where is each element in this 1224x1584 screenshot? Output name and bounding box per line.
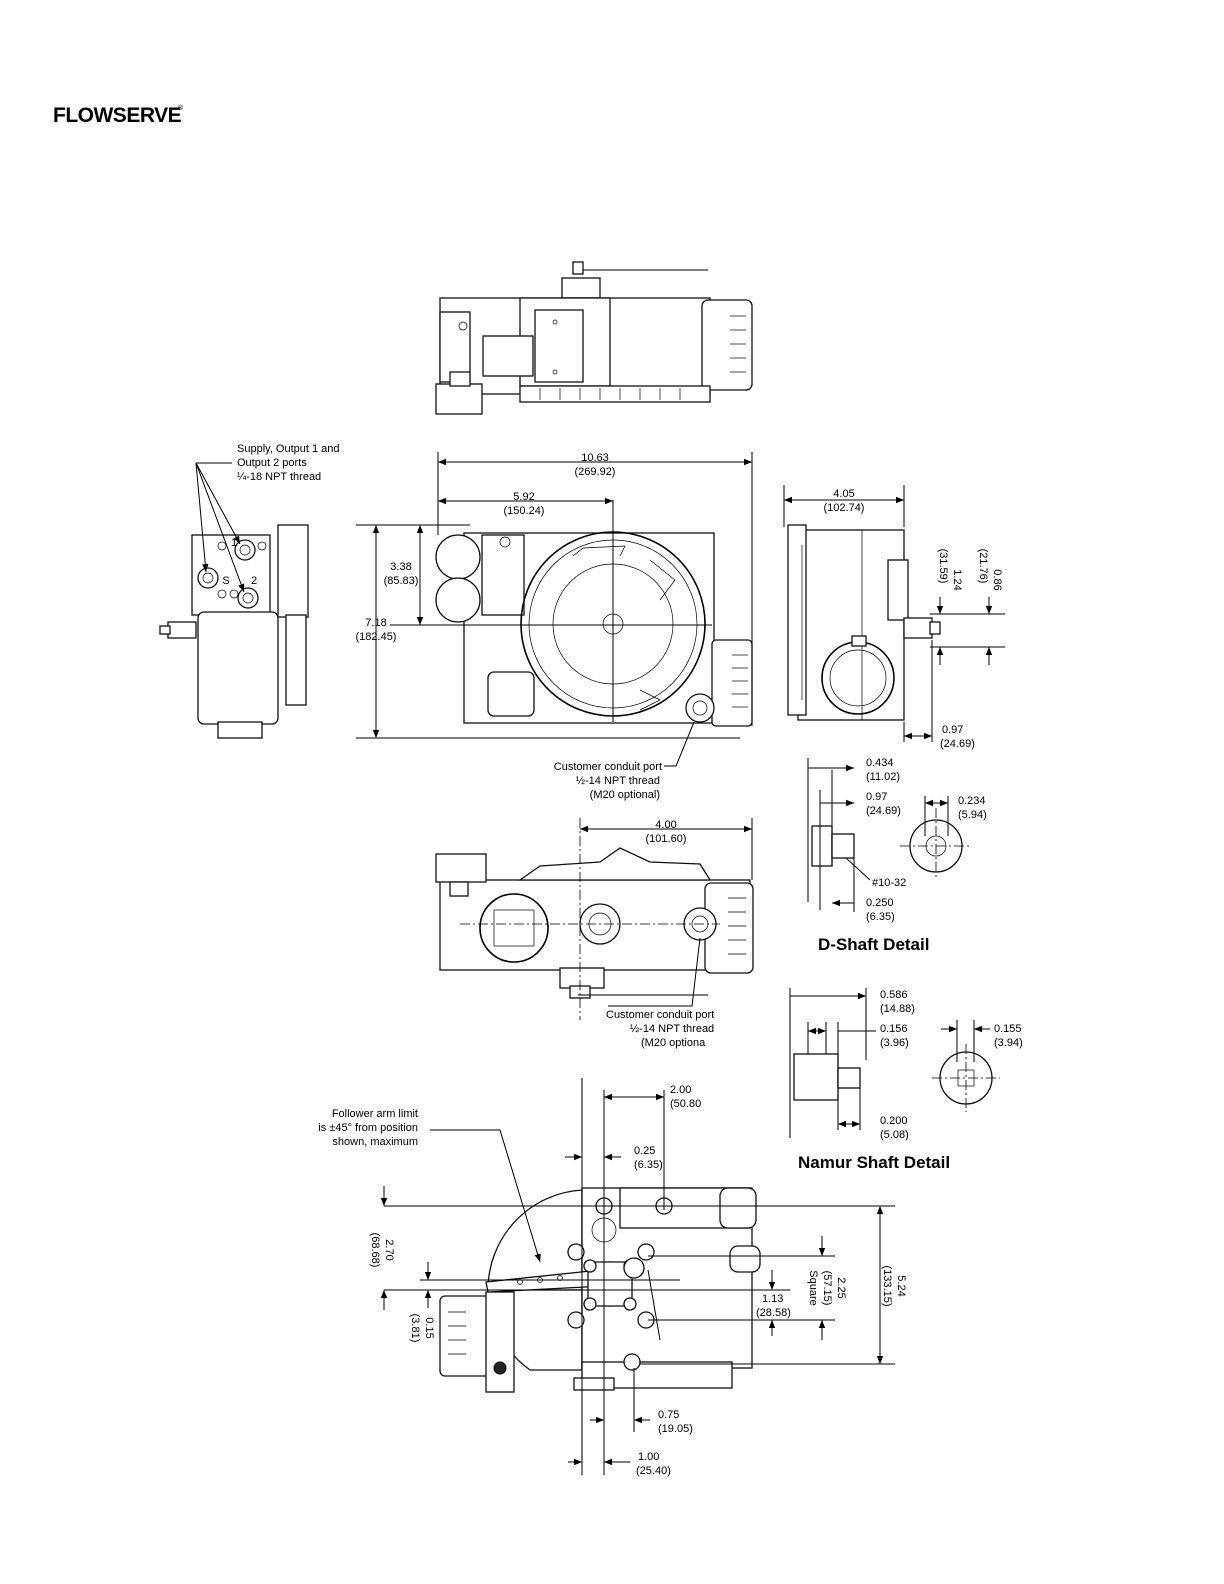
- front-conduit-note-1: Customer conduit port: [554, 761, 662, 773]
- mount-dim-i: 1.00: [638, 1451, 659, 1463]
- dshaft-dim-d: 0.250: [866, 897, 894, 909]
- dim-right-depth-mm: (102.74): [824, 502, 865, 514]
- mount-dim-e-mm: (57.15): [821, 1271, 833, 1306]
- mount-dim-c-mm: (68.68): [369, 1233, 381, 1268]
- mount-dim-e-note: Square: [807, 1270, 819, 1305]
- ports-note-2: Output 2 ports: [237, 457, 307, 469]
- logo-text: FLOWSERVE: [53, 104, 182, 127]
- mount-dim-b-mm: (6.35): [634, 1159, 663, 1171]
- ports-note-3: ¼-18 NPT thread: [237, 471, 321, 483]
- follower-note-1: Follower arm limit: [332, 1108, 418, 1120]
- dshaft-dim-a: 0.434: [866, 757, 894, 769]
- front-view: 10.63 (269.92) 5.92 (150.24) 3.38 (85.83…: [356, 452, 753, 801]
- follower-note-3: shown, maximum: [332, 1136, 418, 1148]
- port-label-output-1: 1: [231, 537, 237, 549]
- front-conduit-note-3: (M20 optional): [590, 789, 660, 801]
- mount-dim-a-mm: (50.80: [670, 1098, 701, 1110]
- mount-dim-g-mm: (133.15): [881, 1266, 893, 1307]
- mount-dim-i-mm: (25.40): [636, 1465, 671, 1477]
- dim-shaft-b-mm: (21.76): [977, 549, 989, 584]
- dim-center-y-mm: (85.83): [384, 575, 419, 587]
- dshaft-dim-c: 0.234: [958, 795, 986, 807]
- dim-shaft-a: 1.24: [951, 569, 963, 590]
- dim-right-offset: 0.97: [942, 724, 963, 736]
- dim-center-y: 3.38: [390, 561, 411, 573]
- follower-note-2: is ±45° from position: [318, 1122, 418, 1134]
- dim-shaft-a-mm: (31.59): [937, 549, 949, 584]
- dim-height: 7.18: [365, 617, 386, 629]
- namur-dim-c-mm: (3.94): [994, 1037, 1023, 1049]
- dim-overall-width: 10.63: [581, 452, 609, 464]
- namur-dim-a: 0.586: [880, 989, 908, 1001]
- namur-dim-b-mm: (3.96): [880, 1037, 909, 1049]
- port-label-output-2: 2: [251, 575, 257, 587]
- dim-overall-width-mm: (269.92): [575, 466, 616, 478]
- mount-dim-e: 2.25: [835, 1277, 847, 1298]
- bottom-conduit-note-2: ½-14 NPT thread: [630, 1023, 714, 1035]
- dim-shaft-b: 0.86: [991, 569, 1003, 590]
- dim-center-x-mm: (150.24): [504, 505, 545, 517]
- flowserve-logo: FLOWSERVE ®: [50, 96, 190, 144]
- dshaft-dim-b-mm: (24.69): [866, 805, 901, 817]
- ports-note-1: Supply, Output 1 and: [237, 443, 340, 455]
- dim-right-depth: 4.05: [833, 488, 854, 500]
- namur-dim-c: 0.155: [994, 1023, 1022, 1035]
- mount-dim-c: 2.70: [383, 1239, 395, 1260]
- namur-title: Namur Shaft Detail: [798, 1153, 950, 1172]
- mount-dim-h: 0.75: [658, 1409, 679, 1421]
- namur-dim-b: 0.156: [880, 1023, 908, 1035]
- front-conduit-note-2: ½-14 NPT thread: [576, 775, 660, 787]
- mount-dim-d-mm: (3.81): [409, 1314, 421, 1343]
- dim-bottom-depth: 4.00: [655, 819, 676, 831]
- mount-dim-f-mm: (28.58): [756, 1307, 791, 1319]
- right-view: 4.05 (102.74) (31.59) 1.24 (21.76) 0.86 …: [783, 485, 1005, 750]
- dshaft-dim-c-mm: (5.94): [958, 809, 987, 821]
- dim-center-x: 5.92: [513, 491, 534, 503]
- dim-bottom-depth-mm: (101.60): [646, 833, 687, 845]
- dshaft-dim-b: 0.97: [866, 791, 887, 803]
- mount-dim-f: 1.13: [762, 1293, 783, 1305]
- mounting-view: Follower arm limit is ±45° from position…: [318, 1078, 907, 1477]
- mount-dim-g: 5.24: [895, 1275, 907, 1296]
- mount-dim-h-mm: (19.05): [658, 1423, 693, 1435]
- logo-registered-mark: ®: [178, 104, 184, 112]
- mount-dim-b: 0.25: [634, 1145, 655, 1157]
- dshaft-dim-a-mm: (11.02): [866, 771, 900, 783]
- dshaft-title: D-Shaft Detail: [818, 935, 929, 954]
- namur-shaft-detail: 0.586 (14.88) 0.156 (3.96) 0.200 (5.08) …: [789, 988, 1023, 1172]
- left-view: S 2 1 Supply, Output 1 and Output 2 port…: [159, 443, 340, 739]
- bottom-conduit-note-1: Customer conduit port: [606, 1009, 714, 1021]
- bottom-view: 4.00 (101.60) Customer conduit port ½-14…: [435, 818, 754, 1049]
- namur-dim-d-mm: (5.08): [880, 1129, 909, 1141]
- dim-height-mm: (182.45): [356, 631, 397, 643]
- mount-dim-a: 2.00: [670, 1084, 691, 1096]
- dshaft-thread: #10-32: [872, 877, 906, 889]
- d-shaft-detail: 0.434 (11.02) 0.97 (24.69) 0.250 (6.35) …: [807, 757, 987, 954]
- top-view: [435, 261, 753, 415]
- mount-dim-d: 0.15: [423, 1317, 435, 1338]
- namur-dim-d: 0.200: [880, 1115, 908, 1127]
- dshaft-dim-d-mm: (6.35): [866, 911, 895, 923]
- bottom-conduit-note-3: (M20 optiona: [641, 1037, 706, 1049]
- port-label-supply: S: [222, 575, 229, 587]
- namur-dim-a-mm: (14.88): [880, 1003, 915, 1015]
- dim-right-offset-mm: (24.69): [940, 738, 975, 750]
